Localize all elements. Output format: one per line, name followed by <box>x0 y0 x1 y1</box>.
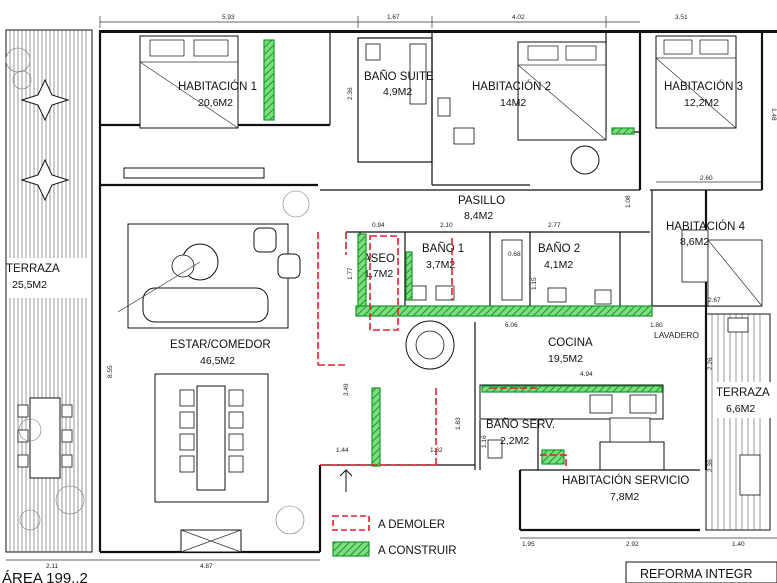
bathroom-suite: BAÑO SUITE 4,9M2 2.36 <box>347 37 475 163</box>
dim-top-2: 1.67 <box>387 14 400 21</box>
bedroom-2-name: HABITACIÓN 2 <box>472 80 551 93</box>
kitchen-area: 19,5M2 <box>548 353 583 365</box>
dim-1-08: 1.08 <box>625 195 632 208</box>
living-dining-name: ESTAR/COMEDOR <box>170 339 271 351</box>
dim-bottom-5: 1.40 <box>732 541 745 548</box>
dim-8-55: 8.55 <box>107 365 114 378</box>
bath-block: 0.94 2.10 0.68 2.77 1.77 1.15 ASEO 1,7M2… <box>346 222 650 306</box>
service-room: HABITACIÓN SERVICIO 7,8M2 <box>520 417 700 503</box>
hallway: PASILLO 8,4M2 1.08 <box>320 189 640 222</box>
dim-1-16: 1.16 <box>481 435 488 448</box>
hallway-area: 8,4M2 <box>464 210 493 222</box>
bathroom-2-area: 4,1M2 <box>544 259 573 271</box>
legend-demolish-swatch <box>332 515 370 531</box>
bedroom-2-area: 14M2 <box>500 97 526 109</box>
dim-1-48: 1.48 <box>770 108 777 121</box>
bathroom-suite-name: BAÑO SUITE <box>364 70 434 83</box>
terrace-right-area: 6,6M2 <box>726 403 755 415</box>
dim-2-67: 2.67 <box>708 297 721 304</box>
dim-bottom-4: 2.92 <box>626 541 639 548</box>
aseo-area: 1,7M2 <box>364 268 393 280</box>
demolition-lines <box>317 232 567 470</box>
bedroom-3-area: 12,2M2 <box>684 97 719 109</box>
bedroom-1: HABITACIÓN 1 20,6M2 <box>100 33 331 129</box>
bedroom-1-area: 20,6M2 <box>198 97 233 109</box>
bottom-dimension-line: 2.11 4.87 1.95 2.92 1.40 <box>6 537 777 570</box>
dim-2-60: 2.60 <box>700 175 713 182</box>
entry-hall: 1.44 1.62 3.49 <box>320 383 475 492</box>
legend-build-label: A CONSTRUIR <box>378 545 457 557</box>
service-bathroom: 1.16 1.83 BAÑO SERV. 2,2M2 <box>455 417 565 470</box>
terrace-left: TERRAZA 25,5M2 <box>5 29 93 553</box>
dim-1-80: 1.80 <box>650 322 663 329</box>
service-bathroom-area: 2,2M2 <box>500 435 529 447</box>
dim-bottom-3: 1.95 <box>522 541 535 548</box>
dim-0-68: 0.68 <box>508 251 521 258</box>
dim-2-36: 2.36 <box>707 459 714 472</box>
new-wall-bano1 <box>405 251 413 301</box>
legend: A DEMOLER A CONSTRUIR <box>332 515 457 557</box>
bathroom-1-name: BAÑO 1 <box>422 242 464 255</box>
bedroom-1-name: HABITACIÓN 1 <box>178 80 257 93</box>
bedroom-3-name: HABITACIÓN 3 <box>664 80 743 93</box>
kitchen: 6.06 1.80 4.94 COCINA 19,5M2 LAVADERO <box>405 320 699 471</box>
dim-6-06: 6.06 <box>505 322 518 329</box>
service-room-area: 7,8M2 <box>610 491 639 503</box>
dim-2-82: 2.36 <box>347 87 354 100</box>
dim-0-94: 0.94 <box>372 222 385 229</box>
service-room-name: HABITACIÓN SERVICIO <box>562 474 689 487</box>
service-bathroom-name: BAÑO SERV. <box>486 418 555 431</box>
top-dimension-line: 5.93 1.67 4.02 3.51 <box>99 14 688 28</box>
area-caption: ÁREA 199.,2 <box>2 570 88 583</box>
living-dining-area: 46,5M2 <box>200 355 235 367</box>
terrace-left-area: 25,5M2 <box>12 279 47 291</box>
new-wall-aseo <box>357 233 367 307</box>
dim-top-4: 3.51 <box>675 14 688 21</box>
bathroom-suite-area: 4,9M2 <box>383 86 412 98</box>
bedroom-4-name: HABITACIÓN 4 <box>666 220 746 233</box>
bedroom-4-area: 8,6M2 <box>680 236 709 248</box>
bathroom-1-area: 3,7M2 <box>426 259 455 271</box>
dim-bottom-1: 2.11 <box>46 563 59 570</box>
dim-4-94: 4.94 <box>580 371 593 378</box>
kitchen-name: COCINA <box>548 337 593 349</box>
new-wall-band <box>355 305 653 317</box>
dim-2-10: 2.10 <box>440 222 453 229</box>
dim-3-49: 3.49 <box>343 383 350 396</box>
title-block: REFORMA INTEGR <box>625 561 777 583</box>
laundry-name: LAVADERO <box>654 330 699 340</box>
bedroom-3: HABITACIÓN 3 12,2M2 1.48 <box>611 30 777 190</box>
dim-bottom-2: 4.87 <box>200 563 213 570</box>
terrace-left-name: TERRAZA <box>6 263 60 275</box>
aseo-name: ASEO <box>363 253 395 265</box>
dim-2-77-a: 2.77 <box>548 222 561 229</box>
dim-1-77: 1.77 <box>347 267 354 280</box>
legend-build-swatch <box>332 541 370 557</box>
legend-demolish-label: A DEMOLER <box>378 519 445 531</box>
hallway-name: PASILLO <box>458 195 505 207</box>
dim-1-44: 1.44 <box>336 447 349 454</box>
terrace-right: TERRAZA 6,6M2 2.26 2.36 <box>705 313 776 531</box>
terrace-right-name: TERRAZA <box>716 387 770 399</box>
bedroom-4: 2.60 2.67 HABITACIÓN 4 8,6M2 <box>650 175 763 307</box>
bedroom-2: HABITACIÓN 2 14M2 <box>431 33 607 186</box>
dim-2-26: 2.26 <box>707 357 714 370</box>
dim-1-15: 1.15 <box>531 277 538 290</box>
bathroom-2-name: BAÑO 2 <box>538 242 580 255</box>
title-block-text: REFORMA INTEGR <box>640 567 753 581</box>
living-dining: ESTAR/COMEDOR 46,5M2 8.55 <box>100 167 318 553</box>
dim-1-83: 1.83 <box>455 417 462 430</box>
dim-top-3: 4.02 <box>512 14 525 21</box>
dim-top-1: 5.93 <box>222 14 235 21</box>
